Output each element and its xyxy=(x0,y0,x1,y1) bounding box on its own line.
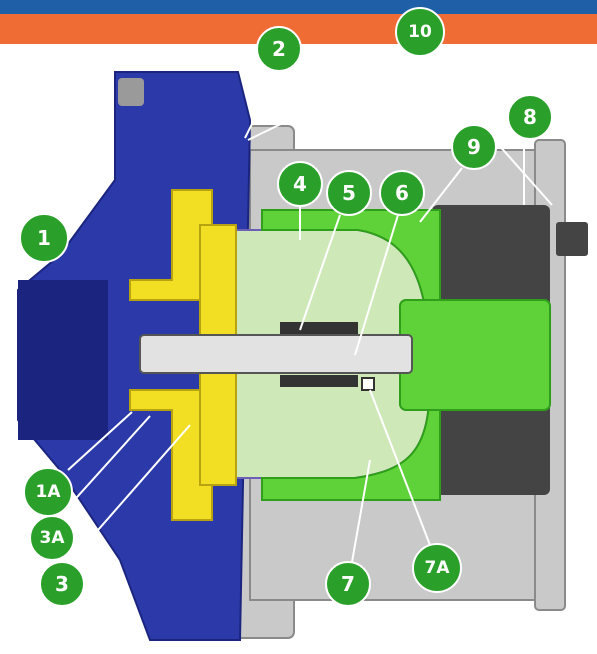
leader-line xyxy=(59,415,151,517)
leader-line xyxy=(351,459,371,563)
callout-c3: 3 xyxy=(39,561,85,607)
header-blue-band xyxy=(0,0,597,14)
callout-c4: 4 xyxy=(277,161,323,207)
callout-c3a: 3A xyxy=(29,515,75,561)
callout-c1: 1 xyxy=(19,213,69,263)
callout-c8: 8 xyxy=(507,94,553,140)
inner-magnet-bottom xyxy=(280,375,358,387)
callout-label: 1 xyxy=(37,226,51,250)
leader-line xyxy=(299,214,341,331)
callout-label: 8 xyxy=(523,105,537,129)
leader-lines xyxy=(59,55,553,563)
callout-label: 10 xyxy=(408,22,432,42)
callout-c2: 2 xyxy=(256,26,302,72)
callout-c1a: 1A xyxy=(23,467,73,517)
leader-line xyxy=(419,167,463,223)
callout-c6: 6 xyxy=(379,170,425,216)
leader-line xyxy=(244,69,280,139)
drive-hub-green xyxy=(399,299,551,411)
shaft xyxy=(139,334,413,374)
leader-line xyxy=(354,214,399,356)
callout-c9: 9 xyxy=(451,124,497,170)
callout-label: 3 xyxy=(55,572,69,596)
callout-c5: 5 xyxy=(326,170,372,216)
thrust-ring xyxy=(361,377,375,391)
callout-label: 9 xyxy=(467,135,481,159)
leader-line xyxy=(247,55,421,141)
leader-line xyxy=(67,411,133,471)
callout-label: 3A xyxy=(40,528,66,548)
callout-labels: 1 1A 2 3 3A 4 5 6 7 7A 8 9 10 xyxy=(19,7,553,607)
callout-label: 7 xyxy=(341,572,355,596)
inner-magnet-top xyxy=(280,322,358,334)
callout-c7a: 7A xyxy=(412,543,462,593)
callout-label: 4 xyxy=(293,172,307,196)
callout-c7: 7 xyxy=(325,561,371,607)
leader-line xyxy=(69,424,191,563)
callout-label: 6 xyxy=(395,181,409,205)
callout-c10: 10 xyxy=(395,7,445,57)
leader-line xyxy=(369,389,431,546)
callout-label: 1A xyxy=(36,482,62,502)
callout-label: 7A xyxy=(425,558,451,578)
callout-label: 2 xyxy=(272,37,286,61)
callout-label: 5 xyxy=(342,181,356,205)
